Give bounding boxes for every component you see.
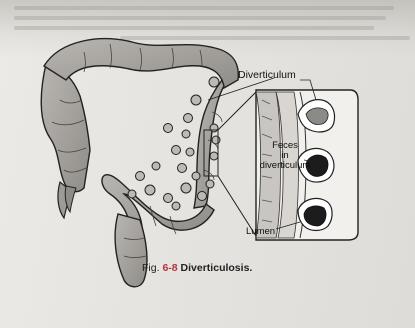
label-lumen: Lumen (246, 227, 275, 237)
caption-prefix: Fig. (142, 262, 160, 274)
colon (41, 39, 238, 287)
label-diverticulum: Diverticulum (238, 70, 296, 81)
caption-number: 6-8 (162, 262, 177, 274)
label-feces-line-3: diverticulum (257, 161, 313, 171)
magnified-diverticulum-bottom (298, 198, 332, 230)
figure-caption: Fig. 6-8 Diverticulosis. (142, 262, 252, 274)
label-feces-in-diverticulum: Feces in diverticulum (257, 141, 313, 171)
caption-title: Diverticulosis. (181, 262, 253, 274)
